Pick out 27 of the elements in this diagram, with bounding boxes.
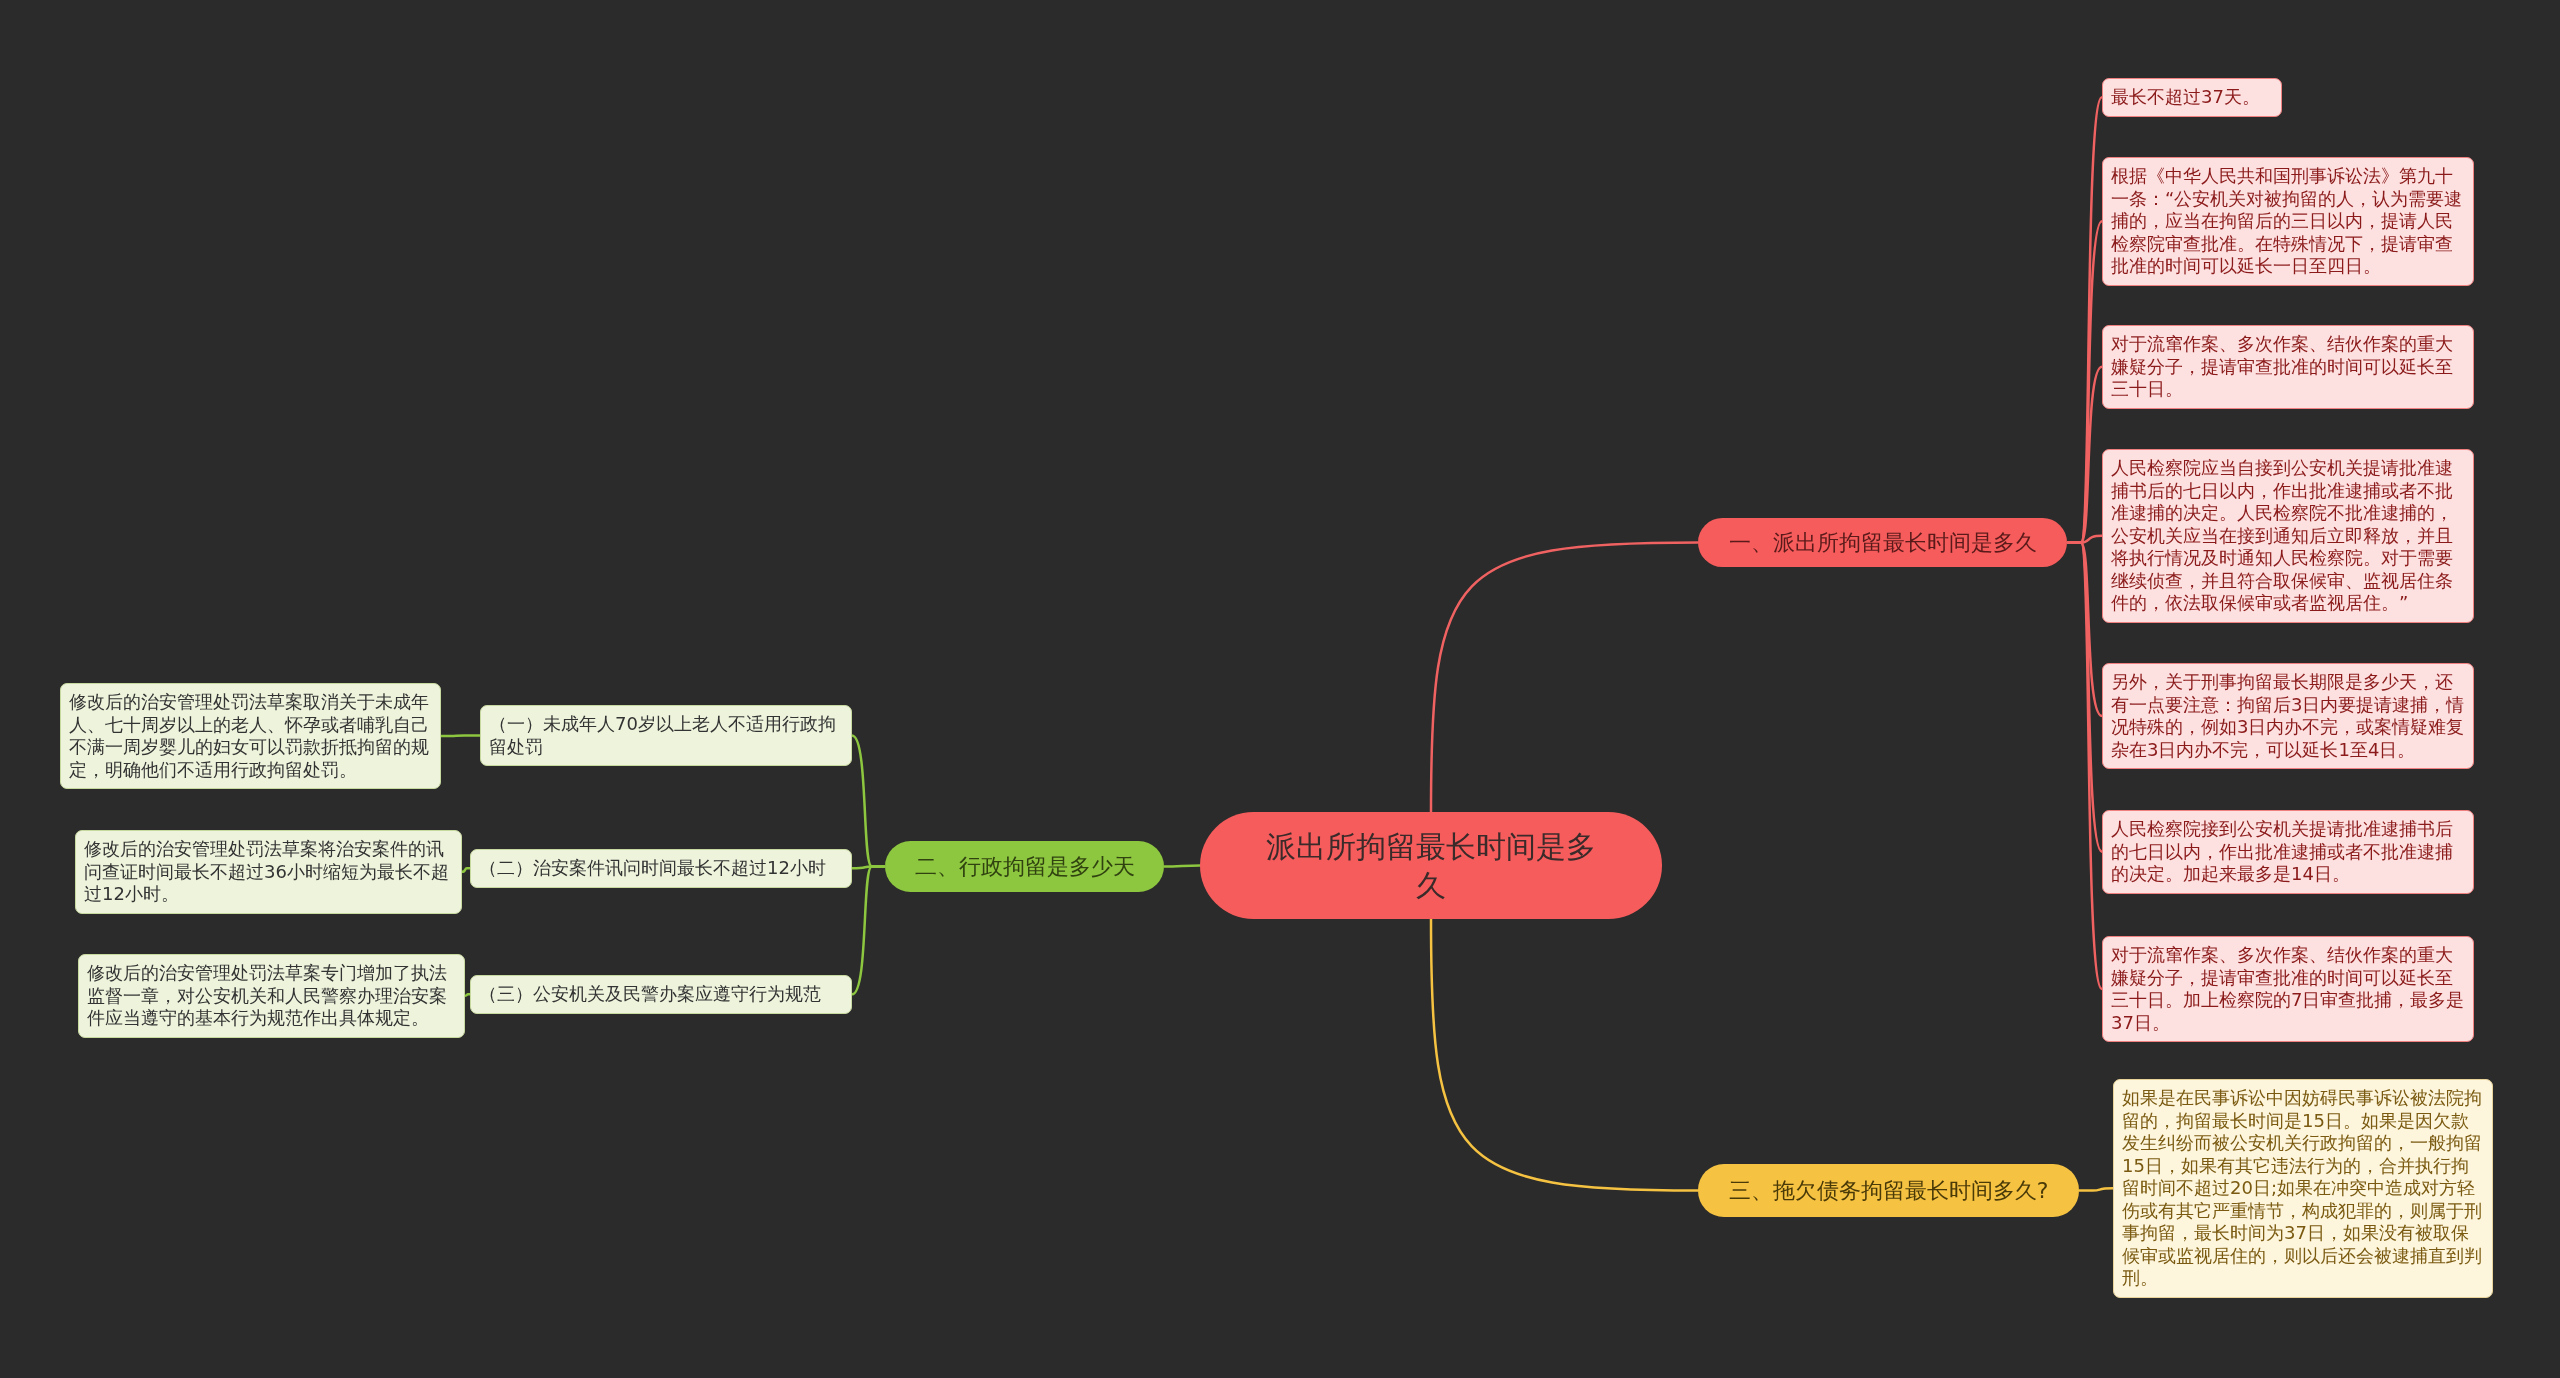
branch-topic: 三、拖欠债务拘留最长时间多久?	[1698, 1164, 2079, 1217]
note-card: 对于流窜作案、多次作案、结伙作案的重大嫌疑分子，提请审查批准的时间可以延长至三十日。加上检察院的7日审查批捕，最多是37日。	[2102, 936, 2474, 1042]
note-card: 人民检察院接到公安机关提请批准逮捕书后的七日以内，作出批准逮捕或者不批准逮捕的决定。加起来最多是14日。	[2102, 810, 2474, 894]
note-card: （三）公安机关及民警办案应遵守行为规范	[470, 975, 852, 1014]
connector-line	[851, 865, 885, 996]
note-card: 修改后的治安管理处罚法草案取消关于未成年人、七十周岁以上的老人、怀孕或者哺乳自己不满一周岁婴儿的妇女可以罚款折抵拘留的规定，明确他们不适用行政拘留处罚。	[60, 683, 441, 789]
connector-line	[441, 734, 480, 738]
note-card: 修改后的治安管理处罚法草案专门增加了执法监督一章，对公安机关和人民警察办理治安案件应当遵守的基本行为规范作出具体规定。	[78, 954, 465, 1038]
branch-topic: 一、派出所拘留最长时间是多久	[1698, 518, 2067, 567]
note-card: 另外，关于刑事拘留最长期限是多少天，还有一点要注意：拘留后3日内要提请逮捕，情况特殊的，例如3日内办不完，或案情疑难复杂在3日内办不完，可以延长1至4日。	[2102, 663, 2474, 769]
connector-line	[1164, 864, 1200, 868]
connector-line	[2079, 1187, 2113, 1192]
connector-line	[2067, 541, 2104, 990]
note-card: 最长不超过37天。	[2102, 78, 2282, 117]
connector-line	[464, 993, 471, 997]
branch-topic: 二、行政拘留是多少天	[885, 841, 1164, 892]
note-card: 人民检察院应当自接到公安机关提请批准逮捕书后的七日以内，作出批准逮捕或者不批准逮捕的决定。人民检察院不批准逮捕的，公安机关应当在接到通知后立即释放，并且将执行情况及时通知人民检察院。对于需要继续侦查，并且符合取保候审、监视居住条件的，依法取保候审或者监视居住。”	[2102, 449, 2474, 623]
central-topic: 派出所拘留最长时间是多久	[1200, 812, 1662, 919]
note-card: 根据《中华人民共和国刑事诉讼法》第九十一条：“公安机关对被拘留的人，认为需要逮捕的，应当在拘留后的三日以内，提请人民检察院审查批准。在特殊情况下，提请审查批准的时间可以延长一日至四日。	[2102, 157, 2474, 286]
connector-line	[461, 867, 470, 873]
note-card: 如果是在民事诉讼中因妨碍民事诉讼被法院拘留的，拘留最长时间是15日。如果是因欠款发生纠纷而被公安机关行政拘留的，一般拘留15日，如果有其它违法行为的，合并执行拘留时间不超过20日;如果在冲突中造成对方轻伤或有其它严重情节，构成犯罪的，则属于刑事拘留，最长时间为37日，如果没有被取保候审或监视居住的，则以后还会被逮捕直到判刑。	[2113, 1079, 2493, 1298]
note-card: 对于流窜作案、多次作案、结伙作案的重大嫌疑分子，提请审查批准的时间可以延长至三十日。	[2102, 325, 2474, 409]
connector-line	[1429, 541, 1698, 812]
note-card: （二）治安案件讯问时间最长不超过12小时	[470, 849, 852, 888]
note-card: 修改后的治安管理处罚法草案将治安案件的讯问查证时间最长不超过36小时缩短为最长不超过12小时。	[75, 830, 462, 914]
note-card: （一）未成年人70岁以上老人不适用行政拘留处罚	[480, 705, 852, 766]
connector-line	[1429, 919, 1698, 1192]
